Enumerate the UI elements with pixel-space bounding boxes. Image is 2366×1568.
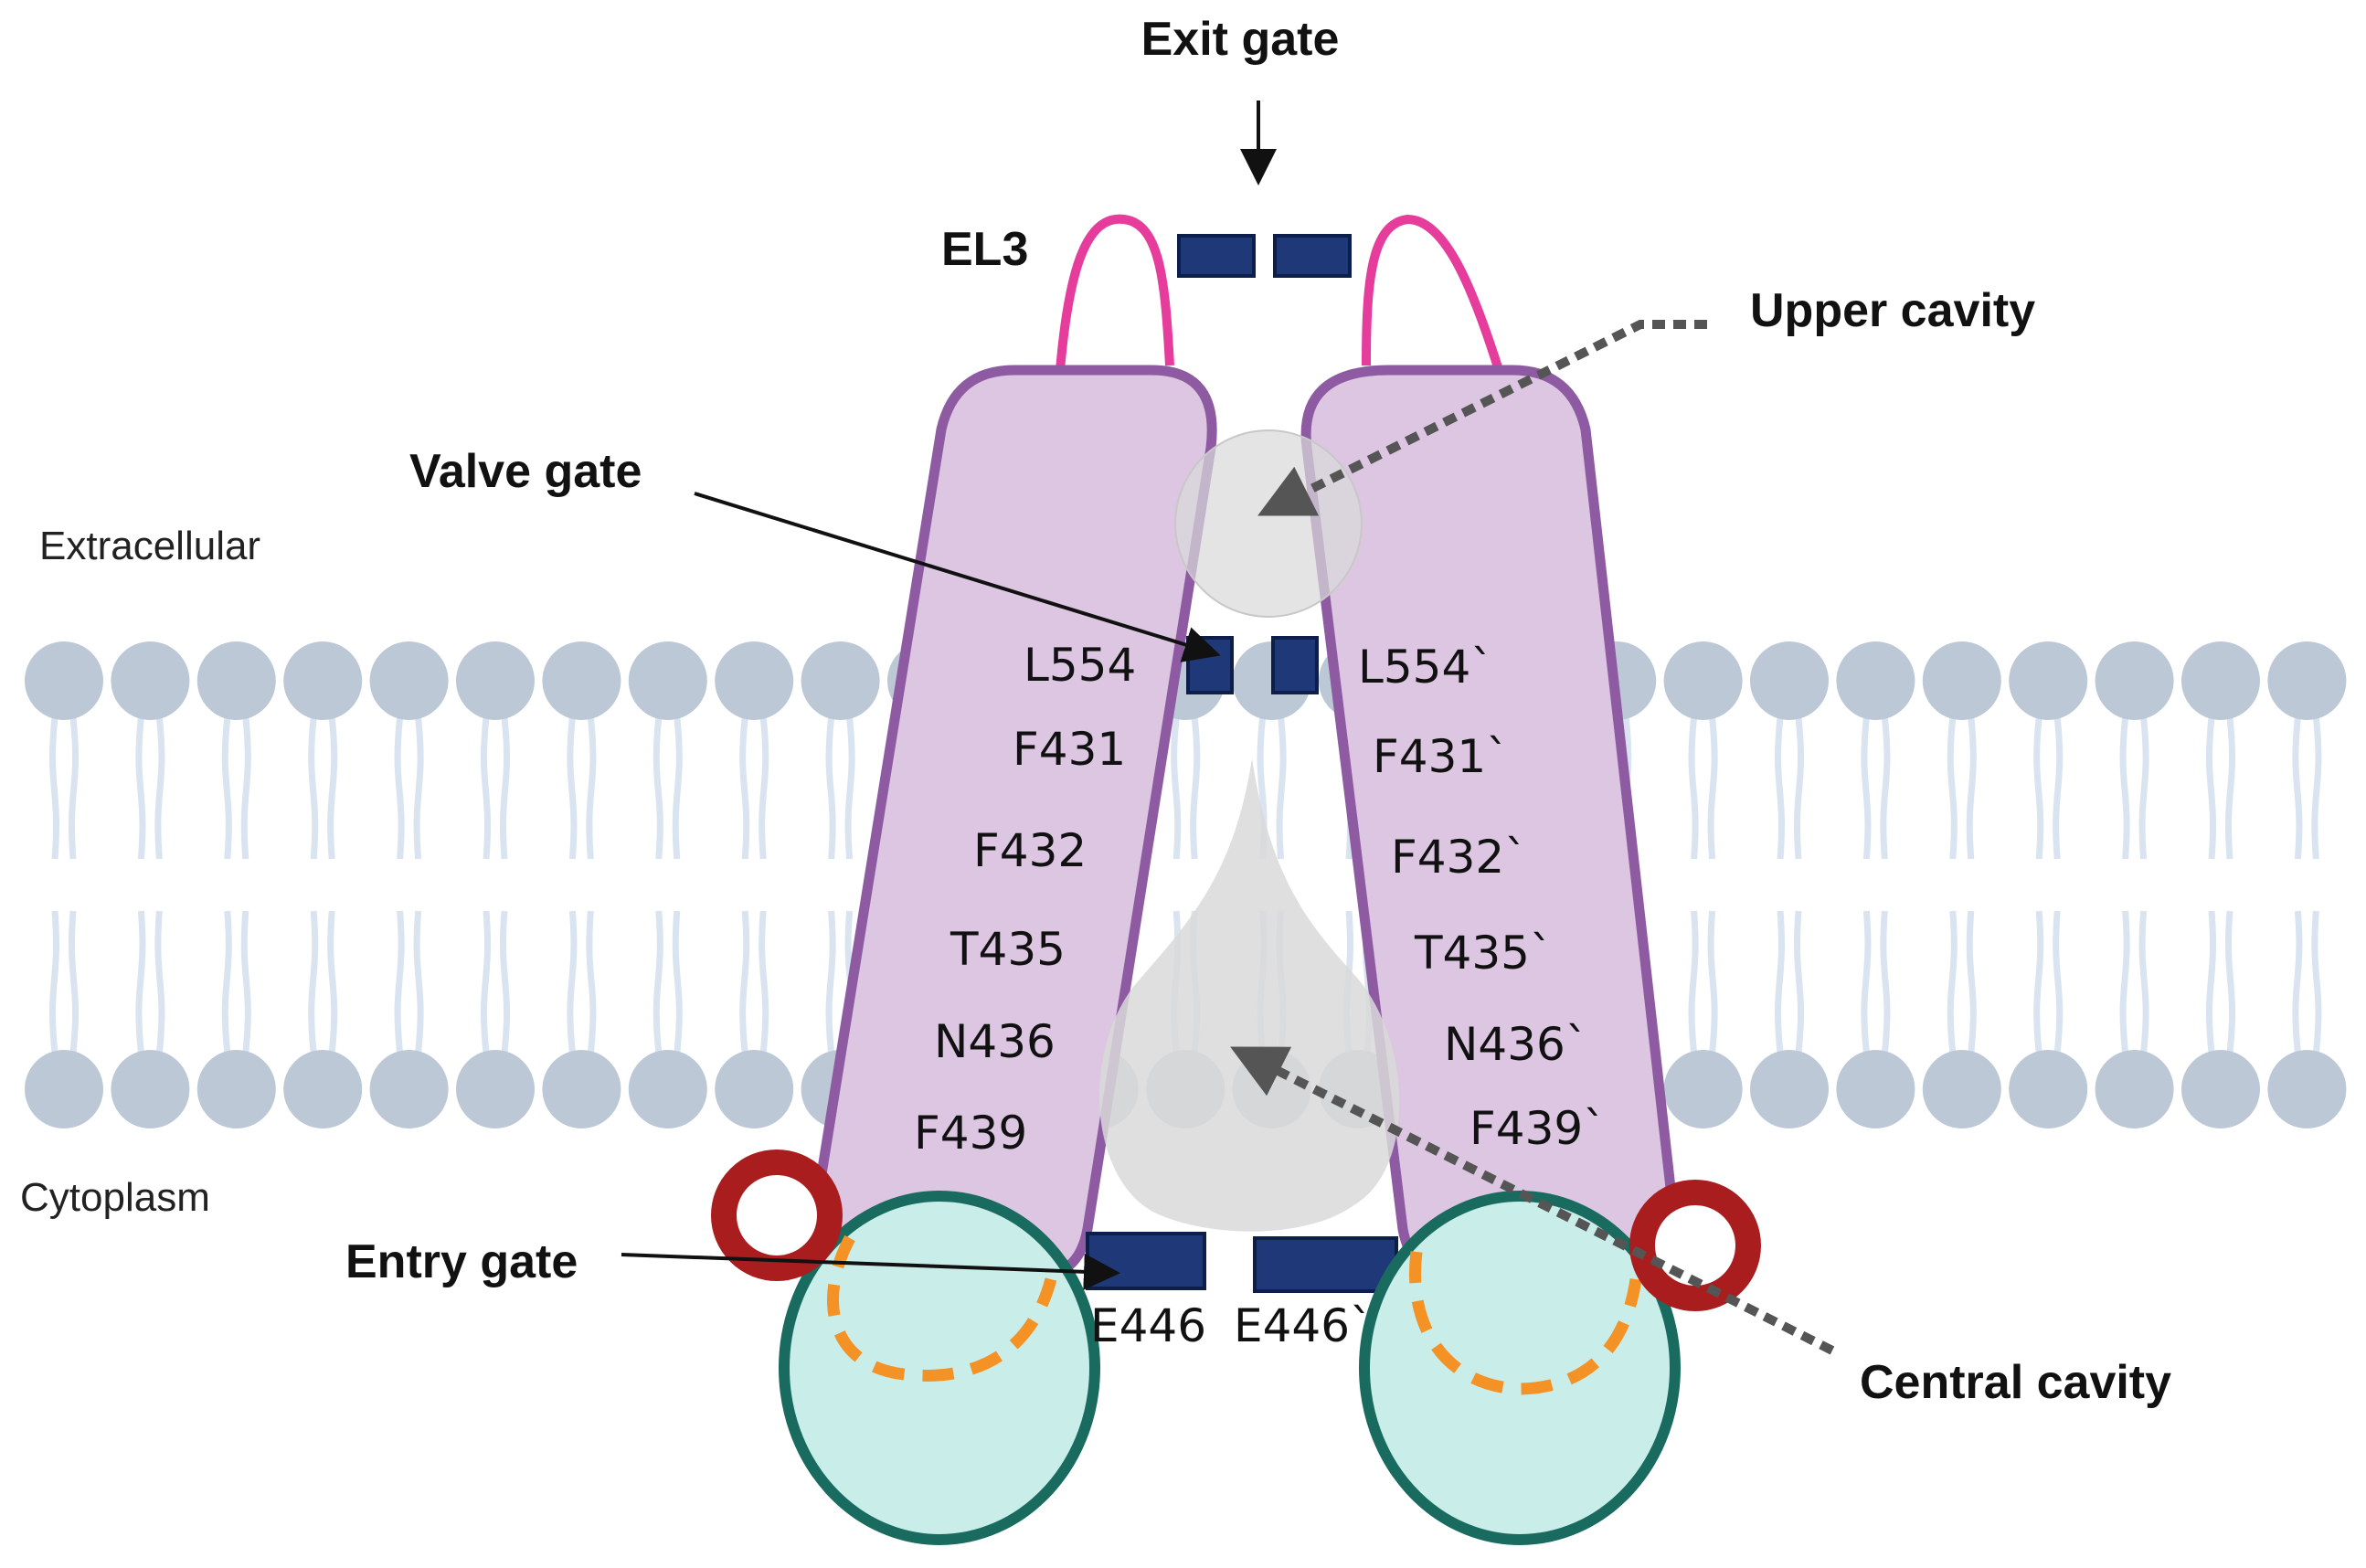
cytoplasmic-domain-right: [1359, 1191, 1681, 1545]
exit-gate-label: Exit gate: [1141, 13, 1340, 66]
lipid-molecule: [2009, 910, 2088, 1128]
lipid-molecule: [2095, 641, 2174, 860]
lipid-molecule: [542, 910, 621, 1128]
residue-label: T435: [950, 923, 1066, 976]
entry-gate-block-left: [1086, 1232, 1206, 1290]
residue-label: F439`: [1469, 1102, 1606, 1155]
lipid-molecule: [2095, 910, 2174, 1128]
lipid-molecule: [2009, 641, 2088, 860]
lipid-molecule: [369, 910, 449, 1128]
exit-gate-block-left: [1177, 234, 1256, 278]
ring-right: [1629, 1180, 1761, 1311]
lipid-molecule: [196, 910, 276, 1128]
upper-cavity-label: Upper cavity: [1750, 284, 2035, 337]
residue-label: T435`: [1414, 927, 1553, 980]
residue-label: F432`: [1391, 831, 1527, 884]
lipid-molecule: [111, 641, 190, 860]
el3-label: EL3: [941, 223, 1028, 276]
lipid-molecule: [1922, 641, 2001, 860]
lipid-molecule: [1836, 910, 1915, 1128]
upper-cavity-shape: [1174, 429, 1363, 618]
lipid-molecule: [1663, 641, 1743, 860]
lipid-molecule: [1750, 910, 1829, 1128]
el3-loop-left: [1056, 214, 1174, 371]
el3-loop-right: [1362, 214, 1503, 372]
lipid-molecule: [1750, 641, 1829, 860]
residue-label: F431: [1013, 723, 1126, 776]
lipid-molecule: [715, 641, 794, 860]
residue-label: N436: [934, 1015, 1056, 1068]
lipid-molecule: [25, 641, 103, 860]
residue-label: L554: [1024, 639, 1136, 692]
lipid-molecule: [628, 910, 707, 1128]
residue-label: E446: [1090, 1299, 1206, 1352]
lipid-molecule: [25, 910, 103, 1128]
central-cavity-shape: [1098, 758, 1400, 1232]
lipid-molecule: [2267, 910, 2347, 1128]
valve-gate-arrow: [694, 492, 1221, 662]
lipid-molecule: [283, 910, 363, 1128]
lipid-molecule: [1922, 910, 2001, 1128]
lipid-molecule: [1836, 641, 1915, 860]
lipid-molecule: [715, 910, 794, 1128]
central-cavity-label: Central cavity: [1860, 1356, 2171, 1409]
central-cavity-arrow: [1230, 1046, 1835, 1355]
lipid-molecule: [2267, 641, 2347, 860]
residue-label: L554`: [1358, 641, 1493, 694]
lipid-molecule: [111, 910, 190, 1128]
residue-labels-right: L554` F431` F432` T435` N436` F439` E446…: [1234, 641, 1606, 1352]
exit-gate-block-right: [1273, 234, 1352, 278]
extracellular-label: Extracellular: [39, 524, 260, 568]
upper-cavity-arrow: [1257, 320, 1707, 516]
lipid-molecule: [801, 641, 880, 860]
cytoplasmic-domain-left: [779, 1191, 1100, 1545]
dashed-arc-right: [1409, 1251, 1642, 1395]
residue-label: N436`: [1444, 1018, 1588, 1071]
lipid-molecule: [2181, 641, 2260, 860]
valve-gate-label: Valve gate: [409, 445, 642, 498]
residue-label: F439: [914, 1107, 1027, 1160]
lipid-molecule: [1663, 910, 1743, 1128]
lipid-molecule: [542, 641, 621, 860]
lipid-molecule: [2181, 910, 2260, 1128]
residue-label: E446`: [1234, 1299, 1373, 1352]
entry-gate-label: Entry gate: [345, 1235, 578, 1288]
dashed-arc-left: [827, 1234, 1057, 1382]
residue-label: F431`: [1373, 730, 1509, 783]
lipid-molecule: [369, 641, 449, 860]
lipid-molecule: [456, 910, 535, 1128]
lipid-molecule: [628, 641, 707, 860]
residue-labels-left: L554 F431 F432 T435 N436 F439 E446: [914, 639, 1206, 1352]
residue-label: F432: [973, 824, 1087, 877]
lipid-molecule: [456, 641, 535, 860]
lipid-molecule: [283, 641, 363, 860]
lipid-molecule: [196, 641, 276, 860]
entry-gate-block-right: [1253, 1236, 1398, 1293]
entry-gate-arrow: [621, 1253, 1120, 1290]
valve-gate-block-right: [1271, 636, 1319, 694]
ring-left: [711, 1150, 843, 1281]
cytoplasm-label: Cytoplasm: [20, 1175, 210, 1220]
